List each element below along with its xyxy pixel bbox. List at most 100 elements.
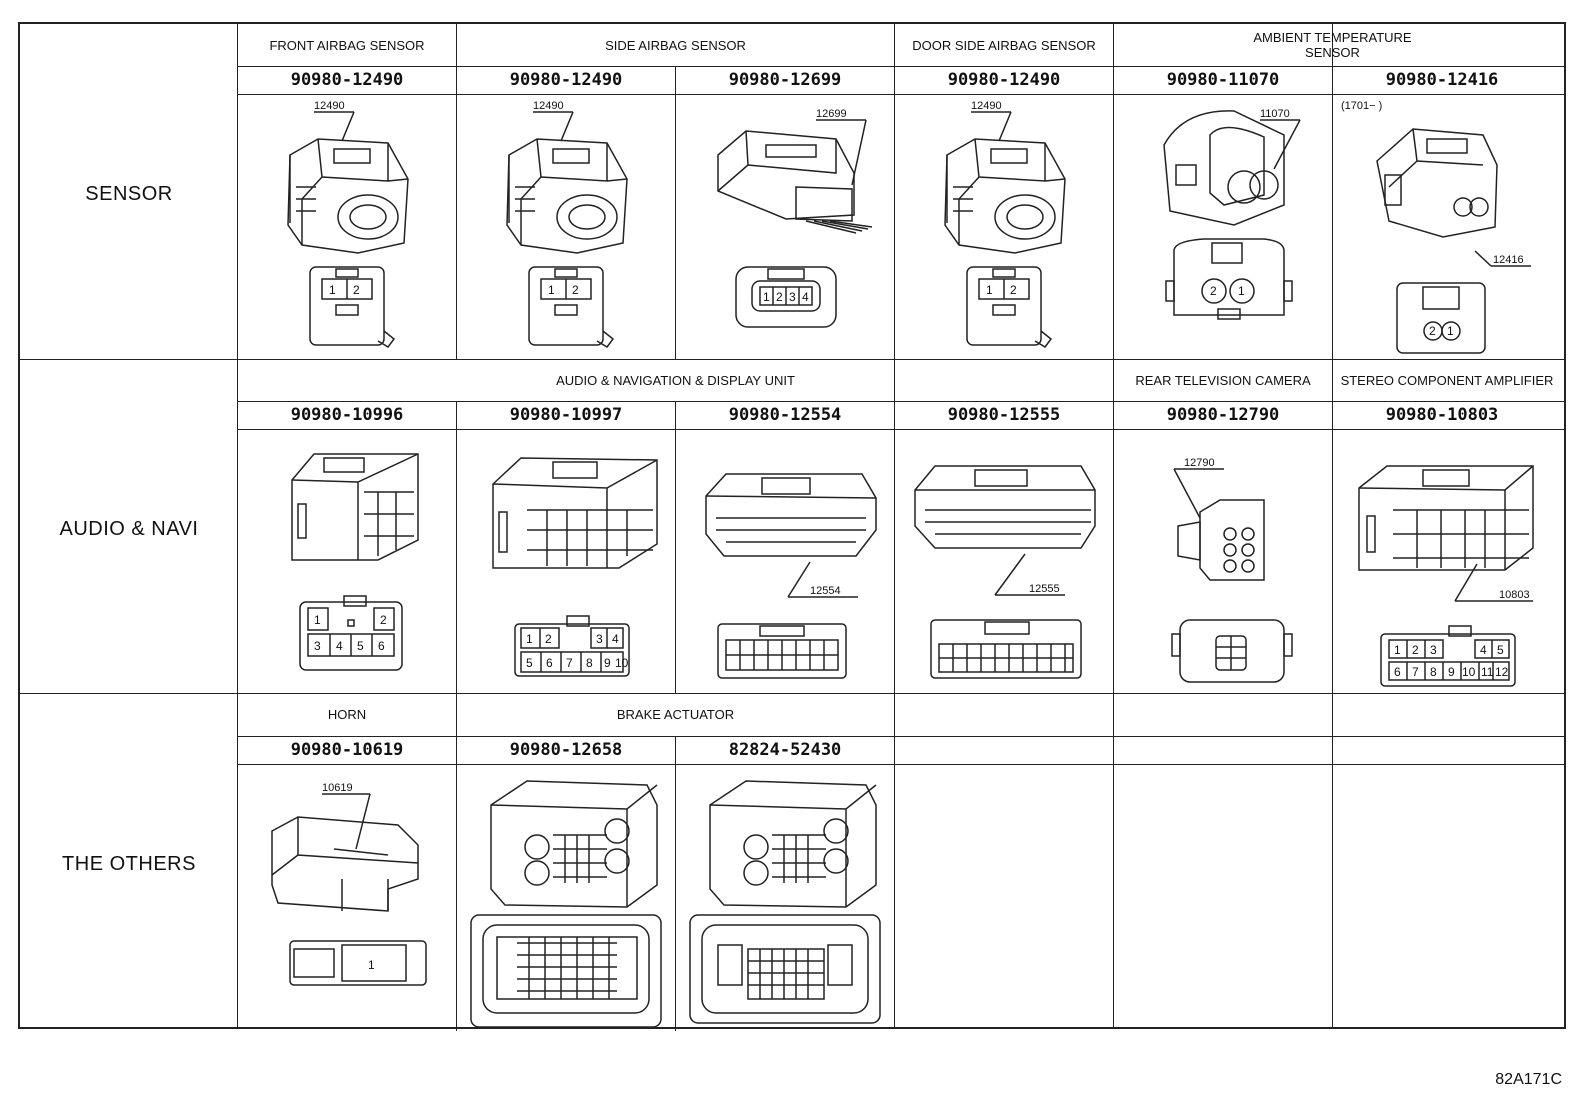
row-divider (20, 359, 1564, 360)
grid-line (456, 401, 457, 693)
grid-line (237, 429, 1564, 430)
part-number: 90980-11070 (1166, 70, 1280, 90)
svg-text:7: 7 (566, 656, 573, 670)
svg-text:3: 3 (1430, 643, 1437, 657)
connector-drawing-12555: 12555 (895, 430, 1113, 693)
row-label-sensor: SENSOR (85, 182, 173, 205)
header-audio-navigation-display-unit: AUDIO & NAVIGATION & DISPLAY UNIT (556, 372, 795, 388)
svg-text:5: 5 (526, 656, 533, 670)
grid-line (237, 736, 1564, 737)
callout-label: 12490 (533, 100, 564, 112)
header-stereo-component-amplifier: STEREO COMPONENT AMPLIFIER (1340, 372, 1554, 388)
part-number: 90980-12490 (290, 70, 404, 90)
svg-text:6: 6 (1394, 665, 1401, 679)
grid-line (894, 24, 895, 1027)
grid-line (237, 66, 1564, 67)
callout-label: 12490 (314, 100, 345, 112)
grid-line (1332, 24, 1333, 1027)
svg-text:5: 5 (1497, 643, 1504, 657)
connector-drawing-side-airbag: 12490 1 2 (457, 95, 675, 359)
callout-label: 10619 (322, 782, 353, 794)
svg-text:1: 1 (1238, 284, 1245, 298)
header-brake-actuator: BRAKE ACTUATOR (616, 706, 735, 722)
svg-text:4: 4 (1480, 643, 1487, 657)
callout-label: 12490 (971, 100, 1002, 112)
callout-label: 12699 (816, 108, 847, 120)
callout-label: 12416 (1493, 254, 1524, 266)
header-horn: HORN (327, 706, 367, 722)
drawing-code: 82A171C (1495, 1071, 1562, 1088)
callout-label: 12555 (1029, 583, 1060, 595)
svg-text:9: 9 (604, 656, 611, 670)
part-number: 90980-12490 (947, 70, 1061, 90)
svg-text:1: 1 (314, 613, 321, 627)
grid-line (675, 401, 676, 693)
part-number: 90980-10997 (509, 405, 623, 425)
grid-line (1113, 24, 1114, 1027)
svg-text:6: 6 (546, 656, 553, 670)
grid-line (237, 94, 1564, 95)
svg-text:2: 2 (1210, 284, 1217, 298)
svg-text:2: 2 (380, 613, 387, 627)
svg-text:2: 2 (1010, 283, 1017, 297)
connector-table: SENSOR AUDIO & NAVI THE OTHERS FRONT AIR… (18, 22, 1566, 1031)
connector-drawing-brake-actuator-52430 (676, 765, 894, 1031)
connector-drawing-brake-actuator-12658 (457, 765, 675, 1031)
svg-text:1: 1 (1394, 643, 1401, 657)
svg-text:1: 1 (986, 283, 993, 297)
svg-text:1: 1 (763, 290, 770, 304)
callout-label: 11070 (1260, 108, 1290, 120)
svg-text:11: 11 (1481, 665, 1494, 679)
part-number: 90980-10803 (1385, 405, 1499, 425)
note-date-range: (1701− ) (1341, 100, 1382, 112)
connector-drawing-ambient-11070: 11070 2 1 (1114, 95, 1332, 359)
part-number: 90980-12658 (509, 740, 623, 760)
grid-line (456, 693, 457, 1031)
part-number: 90980-12699 (728, 70, 842, 90)
grid-line (237, 764, 1564, 765)
svg-text:2: 2 (776, 290, 783, 304)
grid-line (675, 66, 676, 359)
part-number: 82824-52430 (728, 740, 842, 760)
svg-text:12: 12 (1495, 665, 1509, 679)
part-number: 90980-12490 (509, 70, 623, 90)
row-label-the-others: THE OTHERS (62, 852, 196, 875)
svg-text:2: 2 (1412, 643, 1419, 657)
svg-text:1: 1 (1447, 324, 1454, 338)
connector-drawing-door-side-airbag: 12490 1 2 (895, 95, 1113, 359)
header-door-side-airbag-sensor: DOOR SIDE AIRBAG SENSOR (912, 37, 1096, 53)
svg-text:10: 10 (1462, 665, 1476, 679)
svg-text:7: 7 (1412, 665, 1419, 679)
grid-line (675, 736, 676, 1031)
header-ambient-temperature-sensor: AMBIENT TEMPERATURE SENSOR (1253, 30, 1412, 60)
row-divider (20, 693, 1564, 694)
row-label-audio-navi: AUDIO & NAVI (59, 517, 199, 540)
header-rear-television-camera: REAR TELEVISION CAMERA (1135, 372, 1311, 388)
svg-text:1: 1 (329, 283, 336, 297)
svg-text:2: 2 (545, 632, 552, 646)
connector-drawing-12554: 12554 (676, 430, 894, 693)
svg-text:10: 10 (615, 656, 629, 670)
part-number: 90980-12790 (1166, 405, 1280, 425)
svg-text:8: 8 (1430, 665, 1437, 679)
part-number: 90980-12416 (1385, 70, 1499, 90)
svg-text:1: 1 (548, 283, 555, 297)
header-front-airbag-sensor: FRONT AIRBAG SENSOR (269, 37, 425, 53)
svg-text:6: 6 (378, 639, 385, 653)
grid-line (237, 401, 1564, 402)
header-side-airbag-sensor: SIDE AIRBAG SENSOR (605, 37, 746, 53)
svg-text:2: 2 (572, 283, 579, 297)
connector-drawing-horn-10619: 10619 1 (238, 765, 456, 1031)
callout-label: 12790 (1184, 457, 1215, 469)
part-number: 90980-12555 (947, 405, 1061, 425)
svg-text:1: 1 (526, 632, 533, 646)
svg-text:4: 4 (612, 632, 619, 646)
connector-drawing-12790: 12790 (1114, 430, 1332, 693)
svg-text:5: 5 (357, 639, 364, 653)
grid-line (456, 24, 457, 359)
